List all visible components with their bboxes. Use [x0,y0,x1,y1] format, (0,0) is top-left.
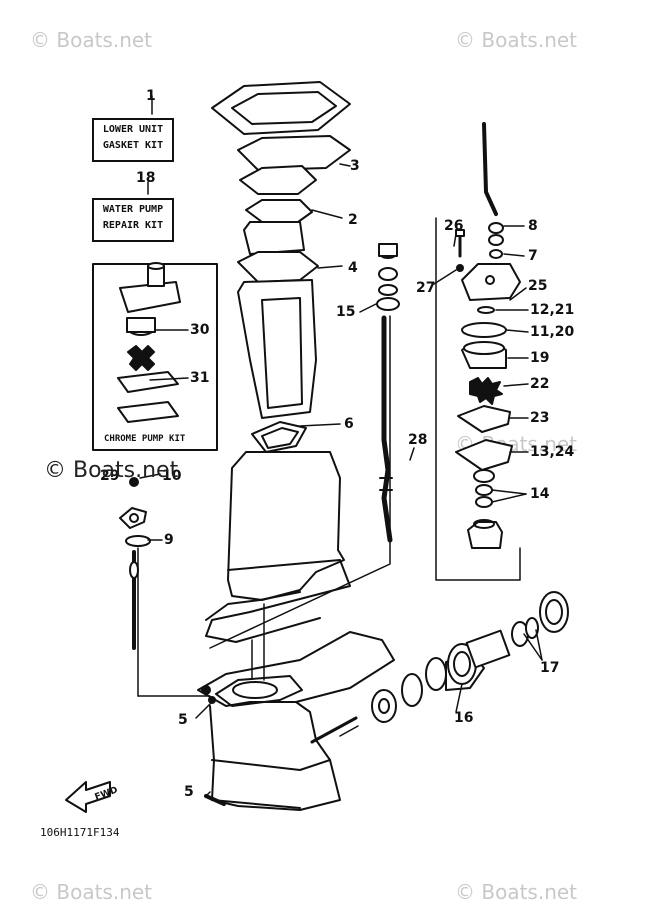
oil-pan [237,279,317,419]
chrome-pump-kit-label: CHROME PUMP KIT [104,434,186,444]
upper-casing-top [211,81,351,135]
oil-seal-housing [539,591,569,633]
lower-unit-kit-line1: LOWER UNIT [102,124,164,135]
water-pump-kit-line1: WATER PUMP [102,204,164,215]
callout-16: 16 [454,710,474,726]
callout-23: 23 [530,410,550,426]
callout-28: 28 [408,432,428,448]
callout-9: 9 [164,532,174,548]
lower-unit-gasket-kit-label: LOWER UNIT GASKET KIT [92,118,174,162]
callout-5-upper: 5 [178,712,188,728]
watermark-top-right: © Boats.net [455,28,578,52]
o-ring-15 [376,297,400,311]
plate-23 [457,405,511,433]
watermark-bottom-left: © Boats.net [30,880,153,904]
seal-6 [251,421,307,453]
callout-5-lower: 5 [184,784,194,800]
drive-shaft [381,315,393,543]
o-ring-9 [125,535,151,547]
lower-unit-kit-line2: GASKET KIT [102,140,164,151]
callout-27: 27 [416,280,436,296]
gasket-3 [237,135,351,171]
water-pump-repair-kit-label: WATER PUMP REPAIR KIT [92,198,174,242]
water-pump-kit-line2: REPAIR KIT [102,220,164,231]
callout-10: 10 [162,468,182,484]
callout-30: 30 [190,322,210,338]
o-ring-11 [461,322,507,338]
upper-casing [227,451,345,601]
callout-13-24: 13,24 [530,444,575,460]
lower-case-top [197,631,395,707]
callout-3: 3 [350,158,360,174]
impeller-22 [469,377,503,405]
callout-8: 8 [528,218,538,234]
watermark-top-left: © Boats.net [30,28,153,52]
kit-number-18: 18 [136,170,156,186]
gasket-4 [237,251,319,283]
kit-plate [117,371,179,393]
diagram-code: 106H1171F134 [40,826,120,839]
callout-31: 31 [190,370,210,386]
watermark-middle-left: © Boats.net [44,458,179,483]
seal-housing [467,521,503,549]
kit-gasket [117,401,179,423]
gasket-13 [455,439,513,471]
callout-19: 19 [530,350,550,366]
callout-14: 14 [530,486,550,502]
pump-housing [461,263,521,301]
callout-12-21: 12,21 [530,302,575,318]
callout-26: 26 [444,218,464,234]
callout-15: 15 [336,304,356,320]
callout-6: 6 [344,416,354,432]
callout-2: 2 [348,212,358,228]
callout-7: 7 [528,248,538,264]
gasket-2 [239,165,317,195]
callout-25: 25 [528,278,548,294]
callout-4: 4 [348,260,358,276]
kit-impeller [127,345,155,371]
callout-29: 29 [100,468,120,484]
kit-number-1: 1 [146,88,156,104]
thrust-washer [371,689,397,723]
callout-17: 17 [540,660,560,676]
callout-11-20: 11,20 [530,324,575,340]
fwd-arrow [65,781,111,813]
callout-22: 22 [530,376,550,392]
water-tube [482,122,498,216]
kit-pump-housing [119,262,181,313]
watermark-bottom-right: © Boats.net [455,880,578,904]
